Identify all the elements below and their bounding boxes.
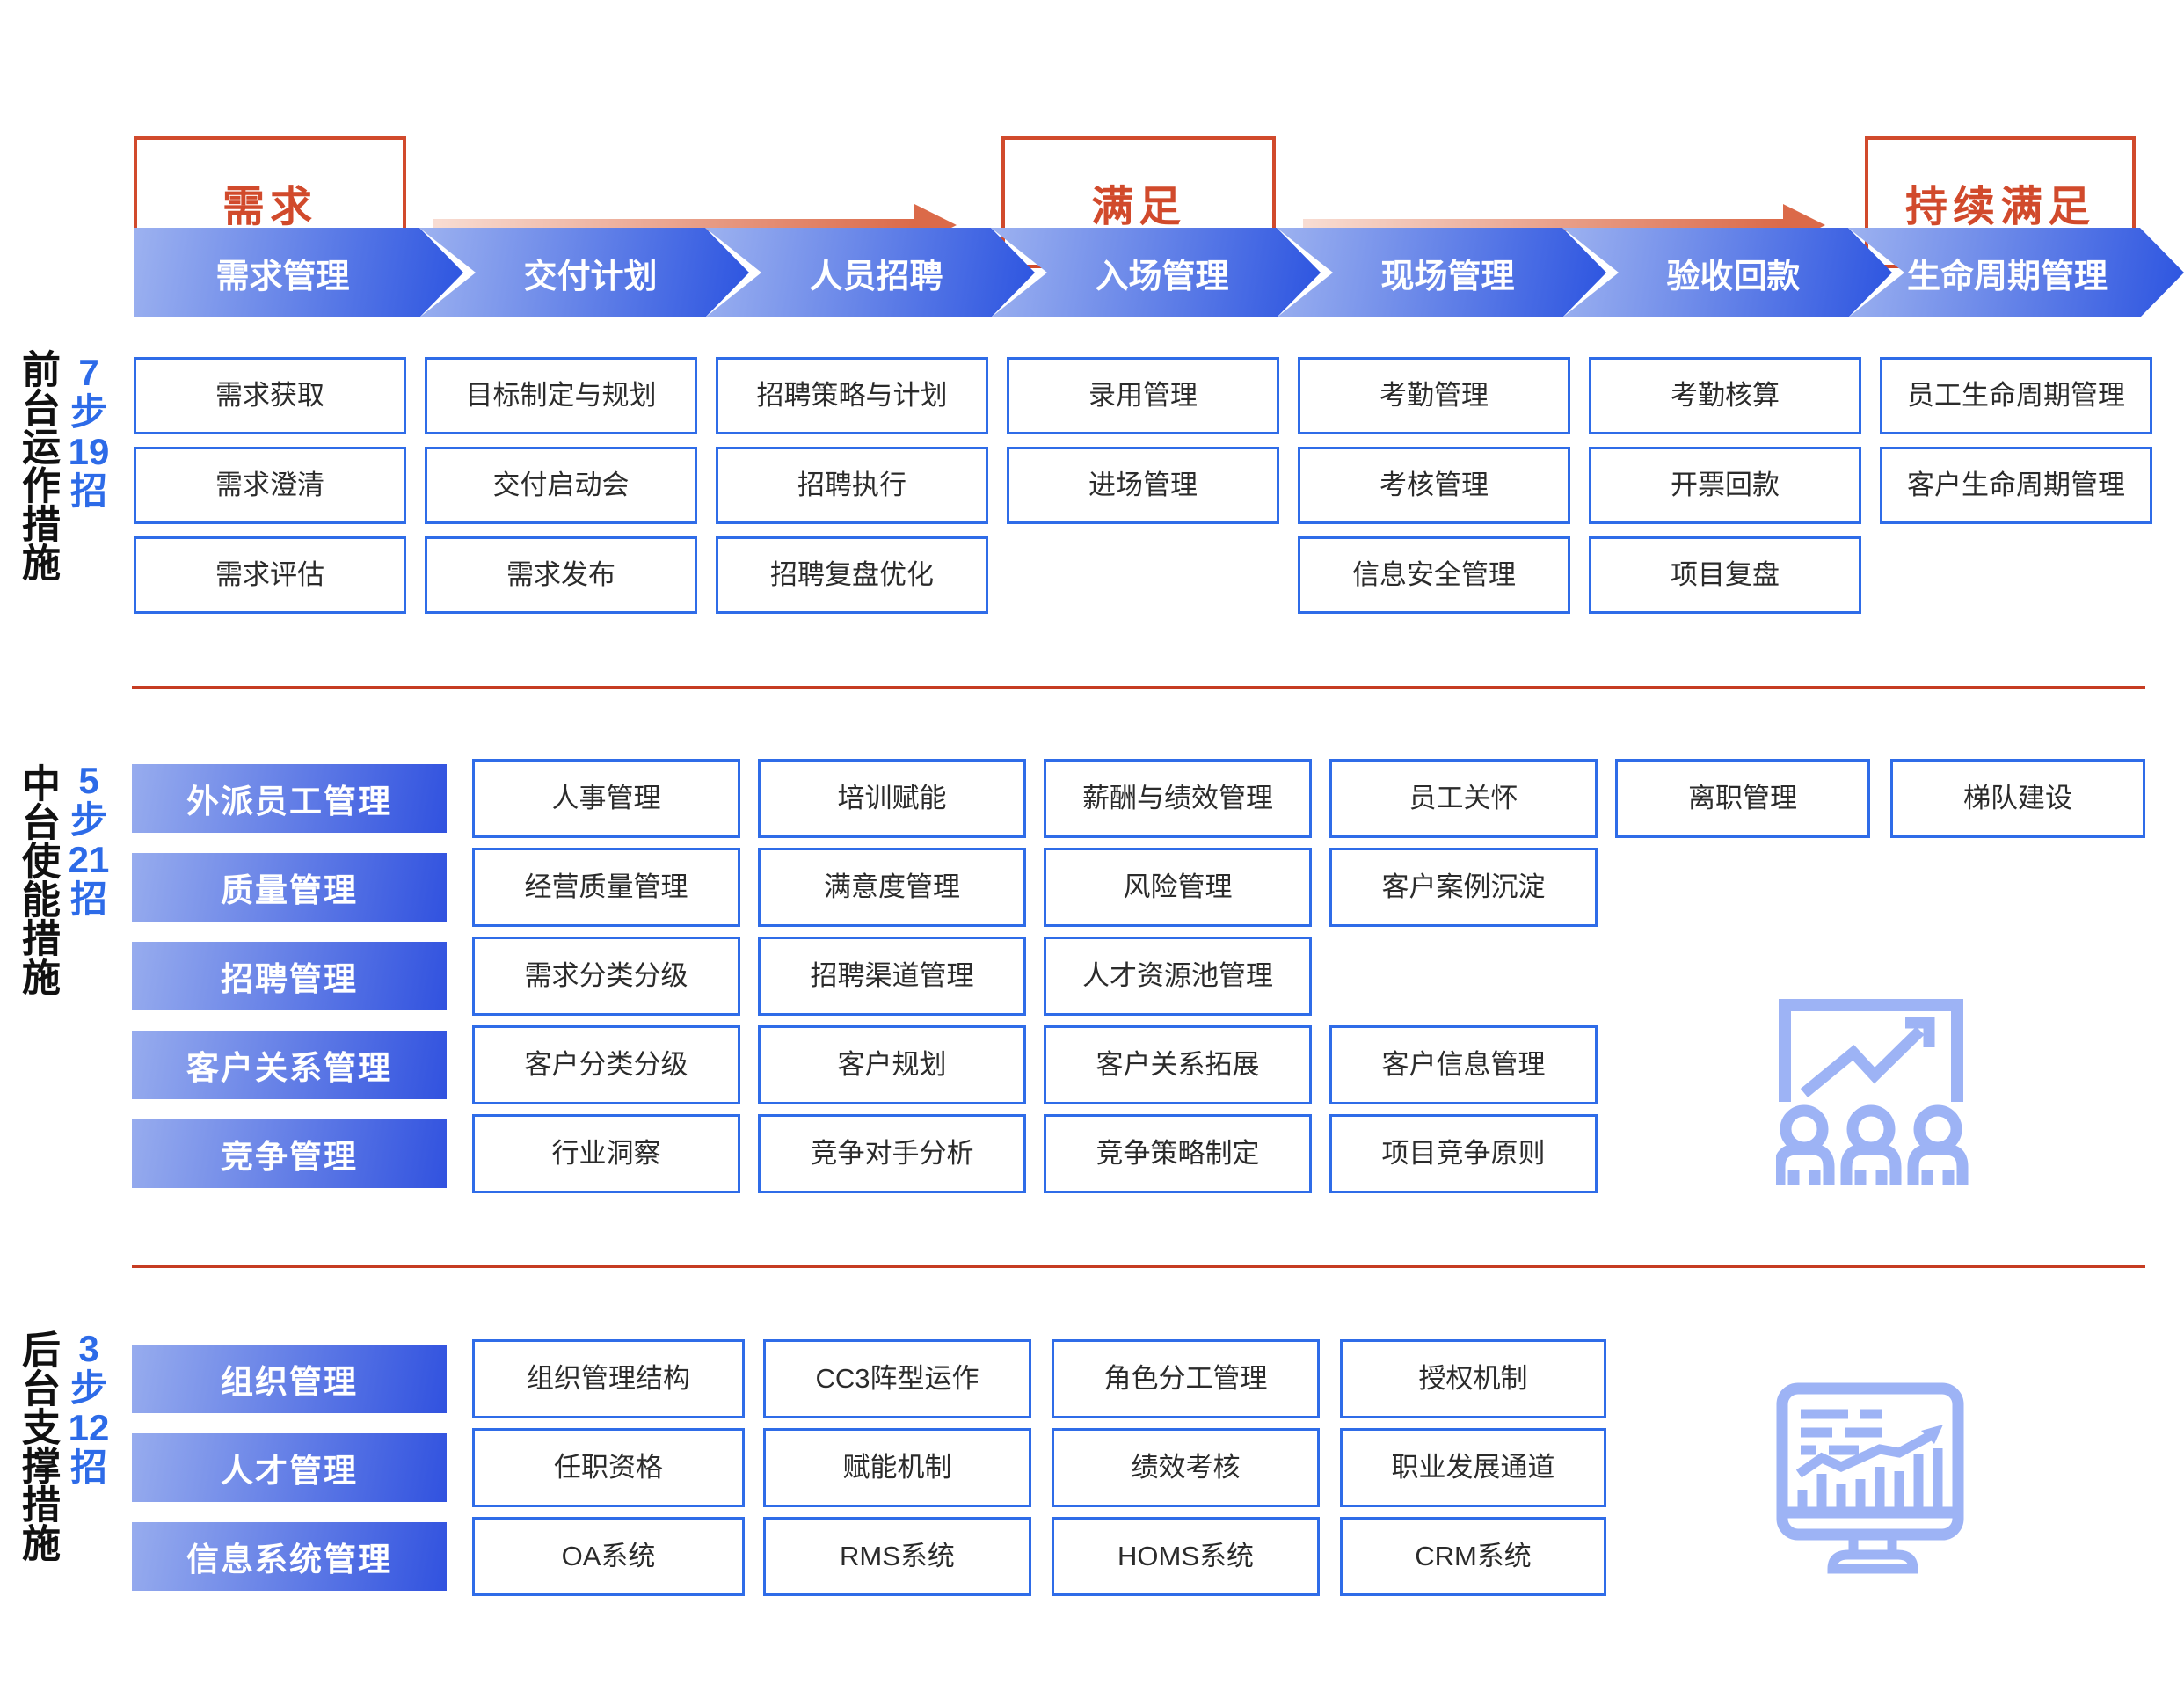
front-section-label: 前台运作措施: [14, 349, 60, 581]
middle-cell-r4c2: 客户规划: [758, 1025, 1026, 1104]
back-cell-r3c3: HOMS系统: [1052, 1517, 1320, 1596]
front-cell-r2c5: 考核管理: [1298, 447, 1570, 524]
back-stat-moves-unit: 招: [69, 1446, 107, 1488]
middle-cell-r3c3: 人才资源池管理: [1044, 937, 1312, 1016]
middle-row-header-3: 招聘管理: [132, 942, 447, 1010]
chevron-stage-4: 入场管理: [991, 228, 1321, 317]
middle-cell-r3c2: 招聘渠道管理: [758, 937, 1026, 1016]
middle-cell-r5c4: 项目竞争原则: [1329, 1114, 1598, 1193]
middle-cell-r1c5: 离职管理: [1615, 759, 1870, 838]
middle-cell-r1c6: 梯队建设: [1890, 759, 2145, 838]
front-cell-r3c3: 招聘复盘优化: [716, 536, 988, 614]
front-stat-moves-unit: 招: [69, 470, 107, 512]
front-stat-steps-number: 7: [78, 352, 99, 393]
back-cell-r3c1: OA系统: [472, 1517, 745, 1596]
front-cell-r1c5: 考勤管理: [1298, 357, 1570, 434]
front-cell-r1c6: 考勤核算: [1589, 357, 1861, 434]
middle-cell-r1c3: 薪酬与绩效管理: [1044, 759, 1312, 838]
middle-stat-steps-number: 5: [78, 760, 99, 801]
back-section-label: 后台支撑措施: [14, 1330, 60, 1562]
back-cell-r2c2: 赋能机制: [763, 1428, 1031, 1507]
front-cell-r3c2: 需求发布: [425, 536, 697, 614]
middle-stat-moves-number: 21: [68, 838, 110, 880]
middle-cell-r2c2: 满意度管理: [758, 848, 1026, 927]
middle-row-header-2: 质量管理: [132, 853, 447, 922]
middle-row-header-5: 竞争管理: [132, 1119, 447, 1188]
back-cell-r1c3: 角色分工管理: [1052, 1339, 1320, 1418]
front-section-stat: 7 步 19 招: [63, 352, 114, 512]
front-cell-r2c6: 开票回款: [1589, 447, 1861, 524]
back-cell-r3c4: CRM系统: [1340, 1517, 1606, 1596]
back-cell-r1c1: 组织管理结构: [472, 1339, 745, 1418]
middle-cell-r3c1: 需求分类分级: [472, 937, 740, 1016]
chevron-stage-6: 验收回款: [1562, 228, 1892, 317]
middle-section-label: 中台使能措施: [14, 763, 60, 995]
chevron-stage-3: 人员招聘: [705, 228, 1035, 317]
middle-section-label-text: 中台使能措施: [16, 763, 59, 995]
back-cell-r1c4: 授权机制: [1340, 1339, 1606, 1418]
section-divider-2: [132, 1265, 2145, 1268]
middle-row-header-4: 客户关系管理: [132, 1031, 447, 1099]
front-cell-r3c1: 需求评估: [134, 536, 406, 614]
middle-cell-r2c3: 风险管理: [1044, 848, 1312, 927]
monitor-analytics-icon: [1776, 1382, 1969, 1574]
front-cell-r2c3: 招聘执行: [716, 447, 988, 524]
front-cell-r3c6: 项目复盘: [1589, 536, 1861, 614]
back-stat-steps-unit: 步: [69, 1367, 107, 1409]
middle-cell-r5c1: 行业洞察: [472, 1114, 740, 1193]
presentation-growth-team-icon: [1776, 996, 1969, 1185]
front-cell-r2c2: 交付启动会: [425, 447, 697, 524]
front-cell-r1c4: 录用管理: [1007, 357, 1279, 434]
middle-row-header-1: 外派员工管理: [132, 764, 447, 833]
middle-stat-moves-unit: 招: [69, 878, 107, 920]
back-stat-moves-number: 12: [68, 1406, 110, 1448]
front-cell-r1c3: 招聘策略与计划: [716, 357, 988, 434]
middle-section-stat: 5 步 21 招: [63, 760, 114, 920]
chevron-stage-7: 生命周期管理: [1848, 228, 2184, 317]
front-cell-r1c2: 目标制定与规划: [425, 357, 697, 434]
back-cell-r1c2: CC3阵型运作: [763, 1339, 1031, 1418]
chevron-stage-1: 需求管理: [134, 228, 463, 317]
back-stat-steps-number: 3: [78, 1328, 99, 1369]
chevron-stage-2: 交付计划: [419, 228, 749, 317]
front-stat-moves-number: 19: [68, 430, 110, 472]
back-row-header-2: 人才管理: [132, 1433, 447, 1502]
middle-cell-r5c2: 竞争对手分析: [758, 1114, 1026, 1193]
middle-cell-r2c4: 客户案例沉淀: [1329, 848, 1598, 927]
front-cell-r1c7: 员工生命周期管理: [1880, 357, 2152, 434]
back-row-header-3: 信息系统管理: [132, 1522, 447, 1591]
middle-stat-steps-unit: 步: [69, 798, 107, 841]
front-cell-r1c1: 需求获取: [134, 357, 406, 434]
middle-cell-r1c4: 员工关怀: [1329, 759, 1598, 838]
middle-cell-r5c3: 竞争策略制定: [1044, 1114, 1312, 1193]
middle-cell-r1c2: 培训赋能: [758, 759, 1026, 838]
middle-cell-r2c1: 经营质量管理: [472, 848, 740, 927]
middle-cell-r4c4: 客户信息管理: [1329, 1025, 1598, 1104]
chevron-stage-5: 现场管理: [1277, 228, 1606, 317]
front-cell-r2c4: 进场管理: [1007, 447, 1279, 524]
middle-cell-r1c1: 人事管理: [472, 759, 740, 838]
front-cell-r2c7: 客户生命周期管理: [1880, 447, 2152, 524]
back-row-header-1: 组织管理: [132, 1345, 447, 1413]
front-stat-steps-unit: 步: [69, 390, 107, 433]
back-section-label-text: 后台支撑措施: [16, 1330, 59, 1562]
front-section-label-text: 前台运作措施: [16, 349, 59, 581]
front-cell-r2c1: 需求澄清: [134, 447, 406, 524]
back-cell-r3c2: RMS系统: [763, 1517, 1031, 1596]
section-divider-1: [132, 686, 2145, 689]
back-cell-r2c4: 职业发展通道: [1340, 1428, 1606, 1507]
back-section-stat: 3 步 12 招: [63, 1328, 114, 1488]
middle-cell-r4c1: 客户分类分级: [472, 1025, 740, 1104]
front-cell-r3c5: 信息安全管理: [1298, 536, 1570, 614]
back-cell-r2c3: 绩效考核: [1052, 1428, 1320, 1507]
back-cell-r2c1: 任职资格: [472, 1428, 745, 1507]
middle-cell-r4c3: 客户关系拓展: [1044, 1025, 1312, 1104]
